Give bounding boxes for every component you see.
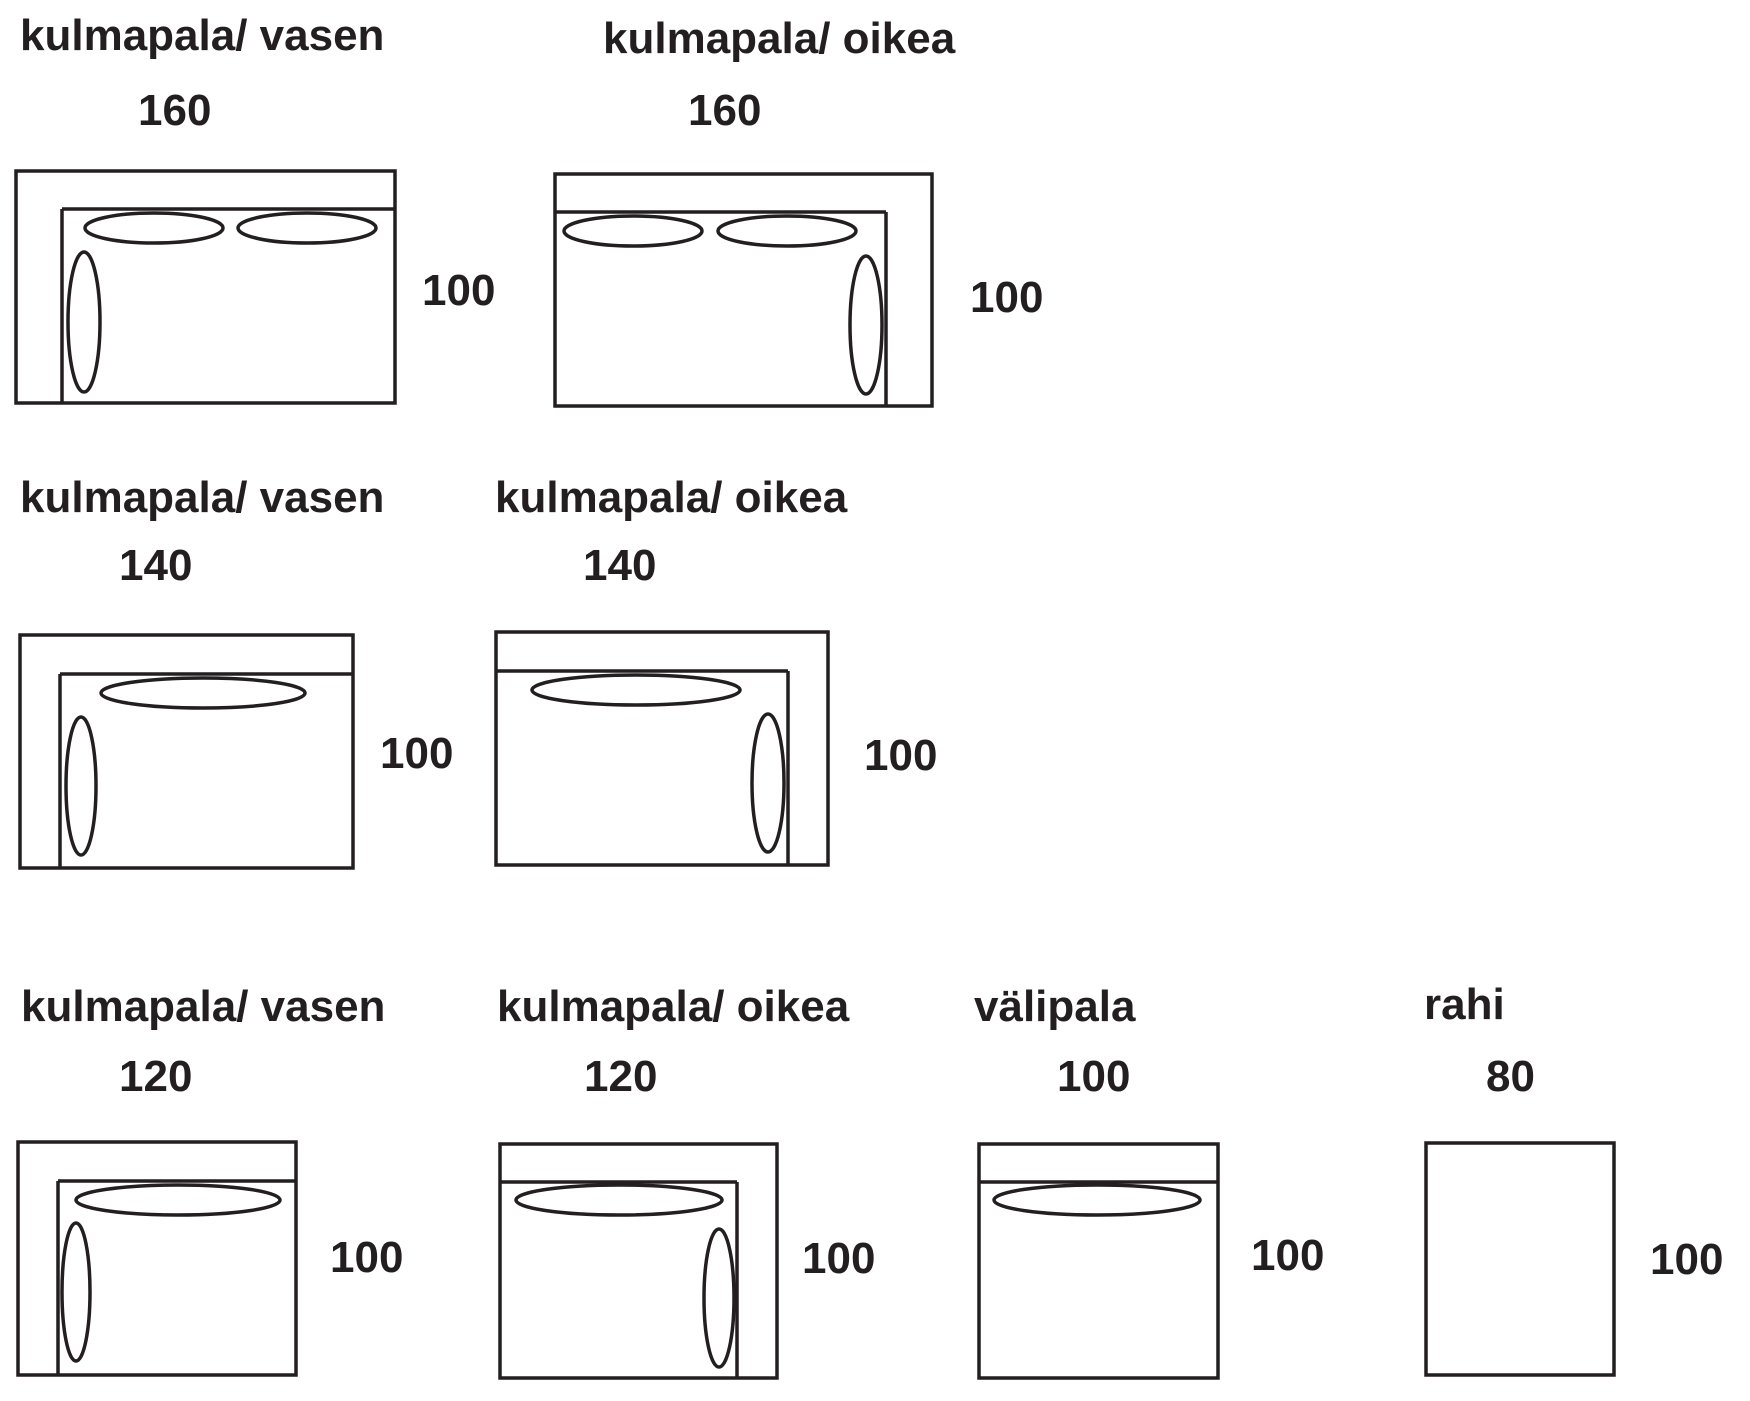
module-corner-left-160: kulmapala/ vasen 160 100: [14, 11, 495, 405]
back-cushion: [99, 676, 307, 710]
module-width-label: 160: [138, 86, 211, 135]
module-depth-label: 100: [1251, 1231, 1324, 1280]
back-cushion: [514, 1183, 724, 1217]
module-corner-right-120: kulmapala/ oikea 120 100: [497, 982, 875, 1380]
module-width-label: 100: [1057, 1052, 1130, 1101]
module-depth-label: 100: [380, 729, 453, 778]
middle-sofa-shape: [977, 1142, 1220, 1380]
back-cushion: [530, 673, 742, 707]
side-cushion: [66, 250, 102, 394]
back-cushion: [83, 211, 225, 245]
footstool-shape: [1424, 1141, 1616, 1377]
side-cushion: [64, 715, 98, 857]
module-corner-right-140: kulmapala/ oikea 140 100: [494, 473, 937, 867]
module-corner-right-160: kulmapala/ oikea 160 100: [553, 14, 1043, 408]
module-width-label: 120: [119, 1052, 192, 1101]
module-depth-label: 100: [422, 266, 495, 315]
module-title: kulmapala/ oikea: [495, 473, 848, 522]
module-width-label: 80: [1486, 1052, 1535, 1101]
back-cushion: [992, 1183, 1202, 1217]
module-depth-label: 100: [864, 731, 937, 780]
module-title: kulmapala/ oikea: [497, 982, 850, 1031]
back-cushion: [236, 211, 378, 245]
module-footstool-80: rahi 80 100: [1424, 980, 1723, 1377]
module-depth-label: 100: [330, 1233, 403, 1282]
module-middle-100: välipala 100 100: [974, 982, 1324, 1380]
module-title: kulmapala/ oikea: [603, 14, 956, 63]
module-width-label: 120: [584, 1052, 657, 1101]
module-depth-label: 100: [1650, 1235, 1723, 1284]
module-corner-left-120: kulmapala/ vasen 120 100: [16, 982, 403, 1377]
corner-right-sofa-shape: [494, 630, 830, 867]
side-cushion: [750, 712, 786, 854]
module-width-label: 140: [583, 541, 656, 590]
corner-right-sofa-shape: [498, 1142, 779, 1380]
corner-left-sofa-shape: [18, 633, 355, 870]
module-title: kulmapala/ vasen: [20, 11, 384, 60]
module-width-label: 160: [688, 86, 761, 135]
side-cushion: [702, 1227, 736, 1369]
back-cushion: [562, 214, 704, 248]
module-title: välipala: [974, 982, 1136, 1031]
module-depth-label: 100: [802, 1234, 875, 1283]
corner-left-sofa-shape: [14, 169, 397, 405]
corner-right-sofa-shape: [553, 172, 934, 408]
module-title: rahi: [1424, 980, 1505, 1029]
module-depth-label: 100: [970, 273, 1043, 322]
module-title: kulmapala/ vasen: [21, 982, 385, 1031]
back-cushion: [74, 1183, 282, 1217]
corner-left-sofa-shape: [16, 1140, 298, 1377]
side-cushion: [848, 254, 884, 396]
back-cushion: [716, 214, 858, 248]
module-corner-left-140: kulmapala/ vasen 140 100: [18, 473, 453, 870]
side-cushion: [60, 1221, 92, 1363]
module-width-label: 140: [119, 541, 192, 590]
module-title: kulmapala/ vasen: [20, 473, 384, 522]
